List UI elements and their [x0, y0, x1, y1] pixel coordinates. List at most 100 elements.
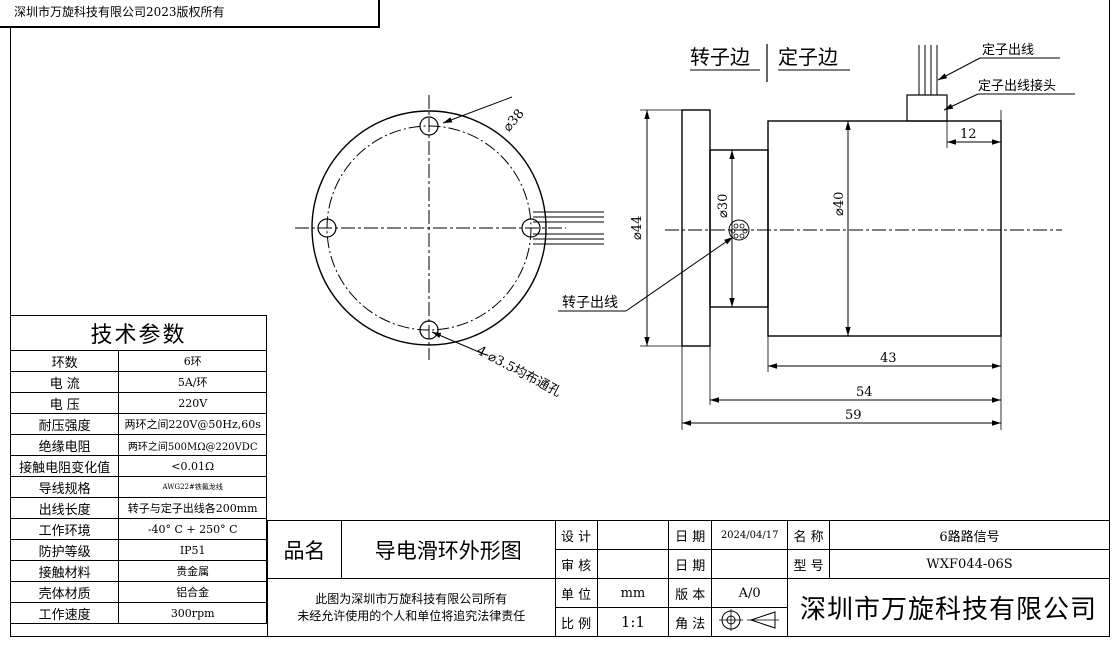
dim-d40: ⌀40 [832, 192, 847, 216]
spec-value: 两环之间220V@50Hz,60s [118, 413, 267, 435]
spec-row: 接触电阻变化值<0.01Ω [9, 455, 267, 477]
review-label: 审 核 [554, 549, 598, 579]
product-name: 导电滑环外形图 [340, 520, 556, 579]
spec-label: 出线长度 [9, 497, 120, 519]
side-view [558, 44, 1075, 430]
stator-lead-label: 定子出线 [982, 43, 1034, 58]
spec-value: 转子与定子出线各200mm [118, 497, 267, 519]
spec-row: 出线长度转子与定子出线各200mm [9, 497, 267, 519]
rotor-shaft [709, 149, 769, 308]
mount-hole-top [419, 116, 439, 136]
front-wires [533, 211, 604, 245]
spec-value: 5A/环 [118, 371, 267, 393]
angle-label: 角 法 [668, 607, 713, 637]
spec-label: 接触电阻变化值 [9, 455, 120, 477]
copyright-text: 深圳市万旋科技有限公司2023版权所有 [14, 5, 225, 19]
date-label: 日 期 [668, 520, 713, 550]
d38-leader [442, 96, 513, 124]
spec-row: 壳体材质铝合金 [9, 581, 267, 603]
notice-line-1: 此图为深圳市万旋科技有限公司所有 [315, 591, 508, 606]
rotor-lead-bundle [728, 219, 750, 241]
spec-label: 耐压强度 [9, 413, 120, 435]
holes-note: 4-⌀3.5均布通孔 [474, 343, 563, 400]
company-name: 深圳市万旋科技有限公司 [787, 578, 1110, 637]
frame-border-right [1109, 0, 1110, 637]
rotor-lead-label: 转子出线 [562, 295, 618, 311]
spec-value: 贵金属 [118, 560, 267, 582]
spec-row: 工作环境-40° C + 250° C [9, 518, 267, 540]
copyright-notice: 深圳市万旋科技有限公司2023版权所有 [0, 0, 380, 28]
spec-value: -40° C + 250° C [118, 518, 267, 540]
projection-symbol-icon [711, 607, 789, 637]
version-label: 版 本 [668, 578, 713, 608]
stator-wires [918, 45, 938, 95]
spec-label: 绝缘电阻 [9, 434, 120, 456]
model-label: 型 号 [787, 549, 831, 579]
spec-value: 220V [118, 392, 267, 414]
unit-value: mm [596, 578, 670, 608]
dim-d30: ⌀30 [716, 194, 731, 218]
dim-d44: ⌀44 [630, 216, 645, 240]
spec-value: 铝合金 [118, 581, 267, 603]
dim-54: 54 [856, 385, 873, 400]
frame-border-bottom [10, 636, 1110, 637]
front-view [295, 95, 604, 360]
stator-connector-leader [943, 93, 979, 111]
scale-label: 比 例 [554, 607, 598, 637]
stator-side-label: 定子边 [778, 45, 838, 69]
dim-43: 43 [880, 351, 897, 366]
spec-label: 壳体材质 [9, 581, 120, 603]
date2-value [711, 549, 789, 579]
spec-value: IP51 [118, 539, 267, 561]
name-label: 名 称 [787, 520, 831, 550]
first-angle-projection-icon [718, 609, 779, 631]
scale-value: 1:1 [596, 607, 670, 637]
spec-row: 接触材料贵金属 [9, 560, 267, 582]
design-value [596, 520, 670, 550]
notice-line-2: 未经允许使用的个人和单位将追究法律责任 [297, 608, 526, 623]
spec-label: 环数 [9, 350, 120, 372]
unit-label: 单 位 [554, 578, 598, 608]
mount-hole-left [317, 218, 337, 238]
date2-label: 日 期 [668, 549, 713, 579]
spec-label: 防护等级 [9, 539, 120, 561]
rotor-side-label: 转子边 [690, 45, 750, 69]
stator-connector [906, 94, 948, 122]
spec-title: 技术参数 [10, 315, 267, 351]
rotor-flange [681, 109, 711, 347]
spec-value: 两环之间500MΩ@220VDC [118, 434, 267, 456]
dim-d38: ⌀38 [500, 107, 527, 135]
spec-label: 电 流 [9, 371, 120, 393]
holes-leader [431, 331, 487, 356]
spec-value: 6环 [118, 350, 267, 372]
title-block: 品名 导电滑环外形图 设 计 日 期 2024/04/17 名 称 6路路信号 … [267, 520, 1110, 637]
spec-value: 300rpm [118, 602, 267, 624]
rotor-lead-leader [625, 236, 734, 312]
version-value: A/0 [711, 578, 789, 608]
model-value: WXF044-06S [829, 549, 1110, 579]
design-label: 设 计 [554, 520, 598, 550]
mount-hole-bottom [419, 320, 439, 340]
spec-value: AWG22#铁氟龙线 [118, 476, 267, 498]
spec-label: 工作环境 [9, 518, 120, 540]
dim-59: 59 [845, 408, 862, 423]
spec-value: <0.01Ω [118, 455, 267, 477]
stator-lead-leader [937, 57, 981, 81]
spec-label: 工作速度 [9, 602, 120, 624]
spec-label: 电 压 [9, 392, 120, 414]
name-value: 6路路信号 [829, 520, 1110, 550]
date-value: 2024/04/17 [711, 520, 789, 550]
mount-hole-right [521, 218, 541, 238]
dim-12: 12 [960, 127, 977, 142]
ownership-notice: 此图为深圳市万旋科技有限公司所有 未经允许使用的个人和单位将追究法律责任 [267, 578, 556, 637]
product-label: 品名 [267, 520, 342, 579]
spec-row: 耐压强度两环之间220V@50Hz,60s [9, 413, 267, 435]
